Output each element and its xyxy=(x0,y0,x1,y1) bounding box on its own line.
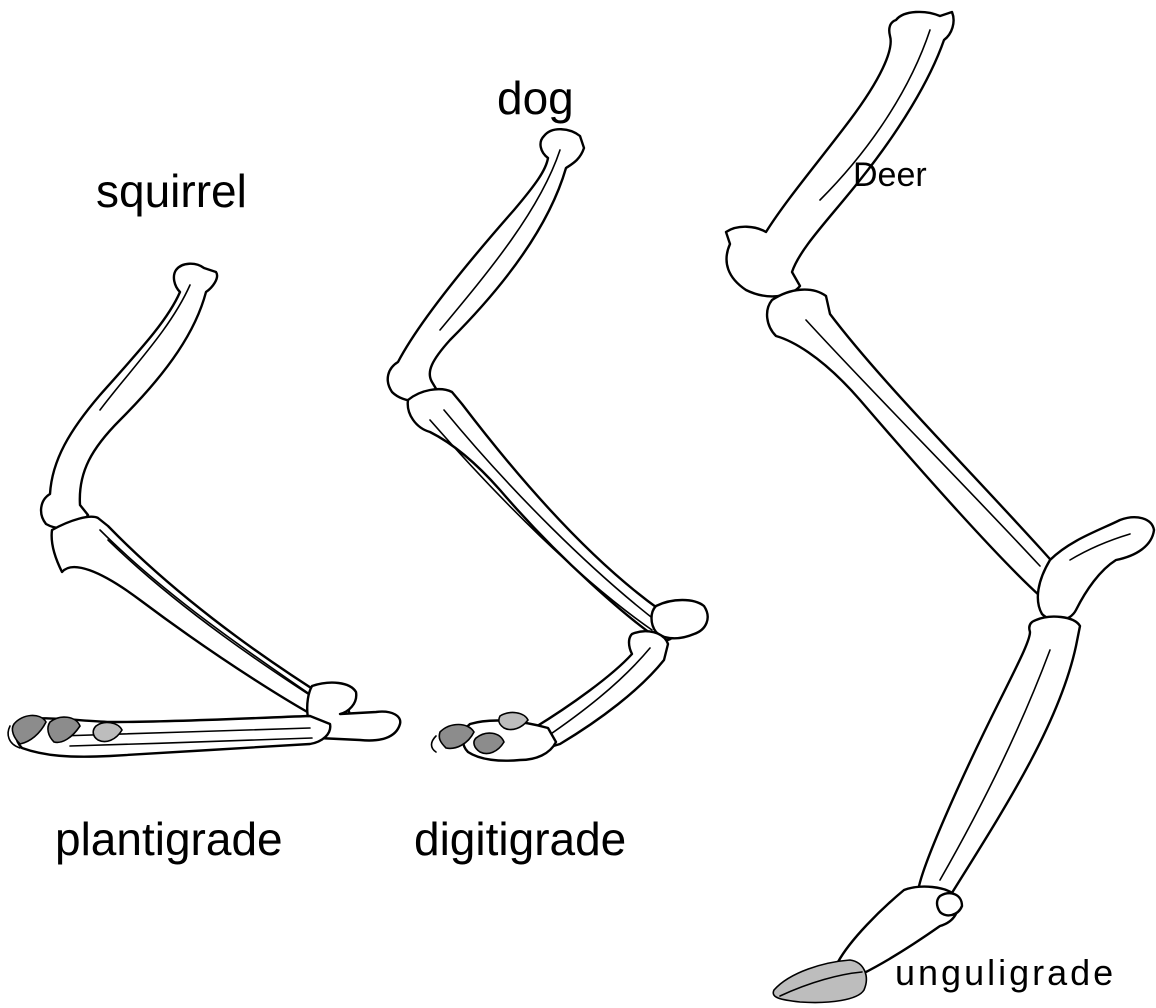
deer-tibia xyxy=(767,290,1059,596)
squirrel-leg xyxy=(8,264,400,757)
dog-leg xyxy=(388,129,708,760)
dog-heel xyxy=(652,600,708,638)
dog-femur xyxy=(388,129,584,401)
plantigrade-label: plantigrade xyxy=(55,816,283,862)
dog-tibia xyxy=(408,389,677,640)
deer-femur xyxy=(726,12,954,296)
deer-leg xyxy=(726,12,1154,1003)
deer-label: Deer xyxy=(853,158,927,192)
unguligrade-label: unguligrade xyxy=(895,955,1116,991)
dog-label: dog xyxy=(497,75,574,121)
squirrel-femur xyxy=(41,264,217,528)
squirrel-label: squirrel xyxy=(96,168,247,214)
digitigrade-label: digitigrade xyxy=(414,816,626,862)
deer-cannon xyxy=(918,617,1080,901)
deer-hock xyxy=(1038,517,1154,620)
squirrel-tibia xyxy=(52,517,350,727)
deer-dewclaw xyxy=(937,893,962,915)
